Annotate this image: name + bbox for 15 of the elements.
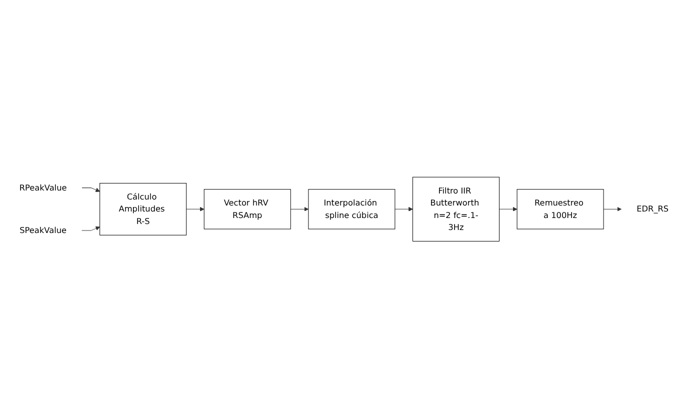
node-box: Vector hRV RSAmp	[204, 188, 291, 230]
node-text: RPeakValue	[19, 182, 67, 192]
arrow	[499, 206, 518, 212]
node-box: Cálculo Amplitudes R-S	[100, 182, 187, 236]
node-box: Interpolación spline cúbica	[308, 188, 396, 230]
node-box: Filtro IIR Butterworth n=2 fc=.1-3Hz	[412, 176, 500, 242]
node-text: EDR_RS	[636, 204, 669, 214]
node-text: SPeakValue	[20, 225, 66, 235]
node-box: Remuestreo a 100Hz	[516, 188, 604, 230]
arrow	[82, 187, 100, 192]
arrow	[82, 226, 100, 231]
arrow	[394, 206, 413, 212]
arrow	[186, 206, 204, 212]
arrow	[603, 206, 622, 212]
arrow	[290, 206, 309, 212]
